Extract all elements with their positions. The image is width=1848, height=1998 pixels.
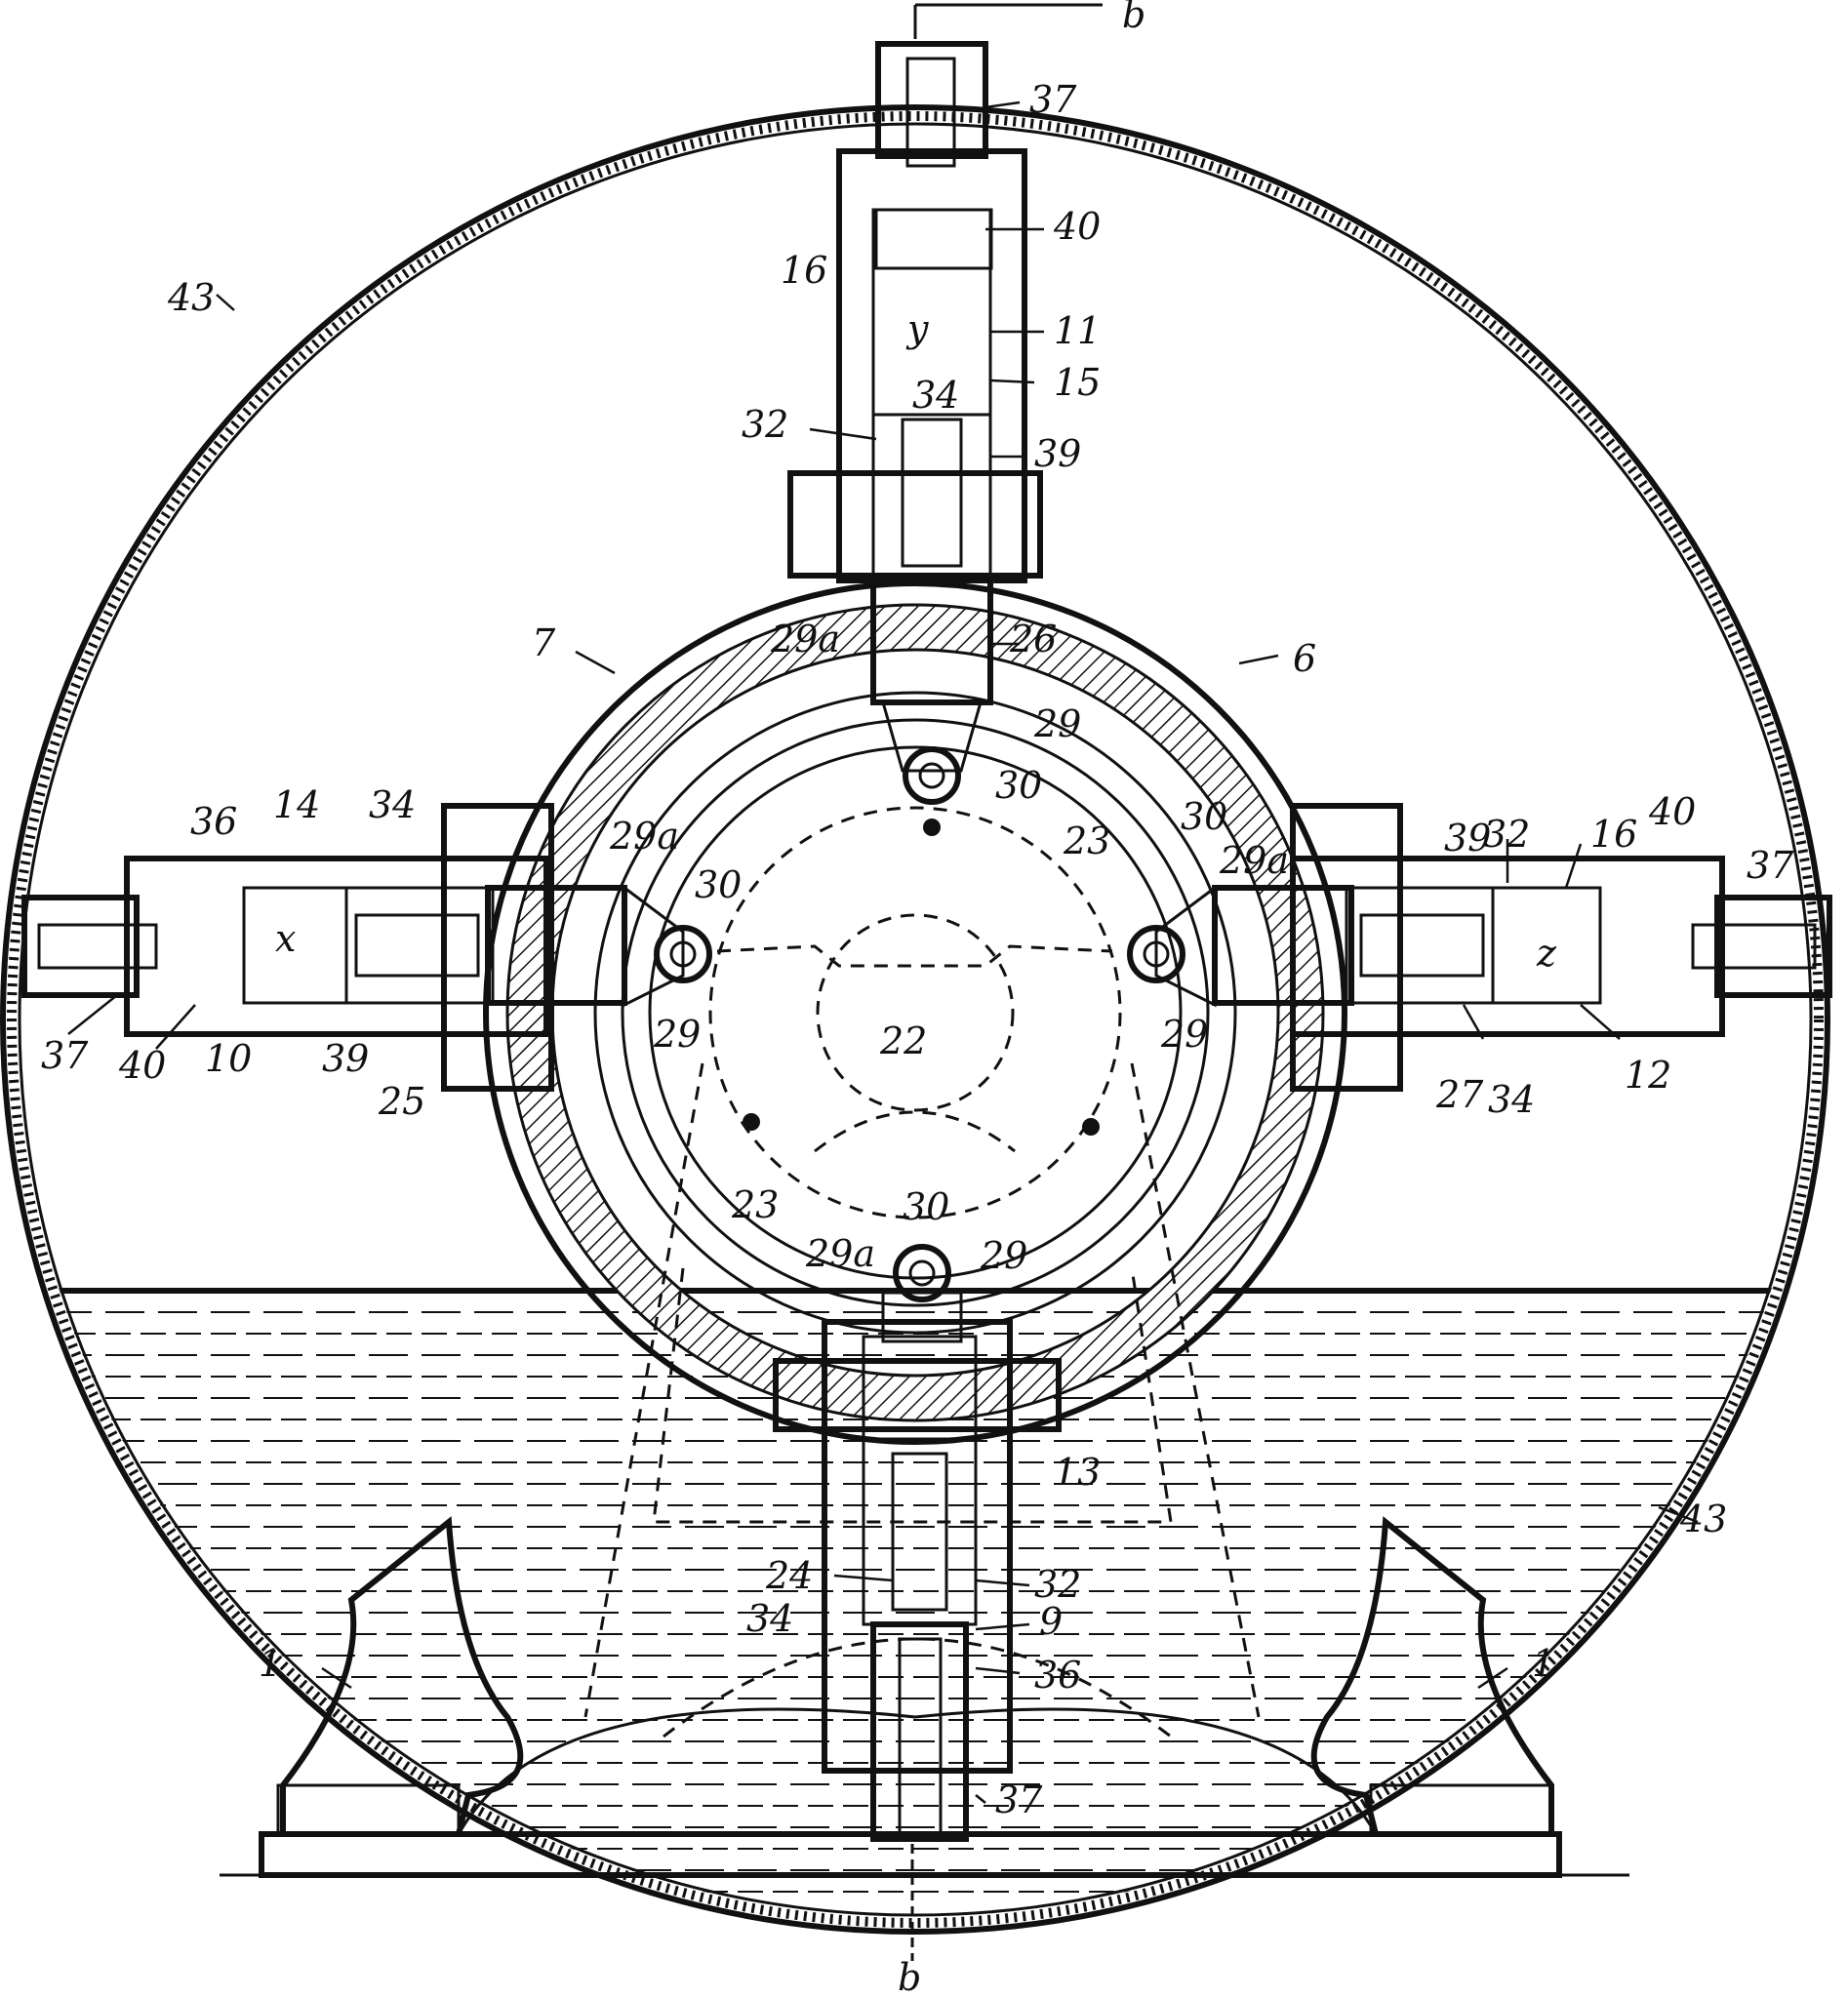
ref-9: 9 (1039, 1600, 1063, 1643)
ref-6: 6 (1293, 637, 1316, 680)
cylinder-left-10 (21, 856, 627, 1037)
flange-bottom (773, 1358, 1062, 1432)
ref-37-left: 37 (41, 1034, 89, 1077)
ref-29-bottom: 29 (980, 1234, 1027, 1277)
ref-26: 26 (1009, 618, 1057, 660)
ref-36-left: 36 (190, 800, 237, 843)
ref-37-bottom: 37 (995, 1778, 1043, 1821)
ref-36-bottom: 36 (1034, 1654, 1081, 1697)
ref-13: 13 (1054, 1451, 1101, 1494)
ref-30-top: 30 (995, 764, 1042, 807)
section-label-bottom: b (898, 1956, 921, 1998)
ref-24: 24 (765, 1554, 813, 1597)
ref-29-top: 29 (1033, 702, 1081, 745)
ref-29a-left: 29a (609, 815, 679, 858)
ref-y: y (905, 307, 929, 350)
ref-23-top: 23 (1063, 819, 1110, 862)
ref-1-right: 1 (1532, 1642, 1555, 1685)
tank-shell-43 (0, 104, 1830, 1935)
ref-16-right: 16 (1590, 813, 1637, 856)
ref-10: 10 (205, 1037, 252, 1080)
ref-34-left: 34 (369, 783, 416, 826)
ref-39-left: 39 (322, 1037, 369, 1080)
ref-25: 25 (378, 1080, 425, 1123)
connecting-rod-bottom-29 (881, 1244, 963, 1343)
ref-34-top: 34 (912, 374, 959, 417)
ref-37-right: 37 (1747, 844, 1794, 887)
ref-14: 14 (273, 783, 320, 826)
ref-32-bottom: 32 (1034, 1563, 1081, 1606)
ref-40-left: 40 (118, 1044, 166, 1087)
ref-16-top: 16 (781, 249, 827, 292)
ref-29a-bottom: 29a (805, 1232, 875, 1275)
flange-top (787, 470, 1043, 579)
ref-39-right: 39 (1444, 817, 1491, 859)
connecting-rod-top-29 (881, 700, 983, 805)
ref-29a-top: 29a (770, 618, 840, 660)
ref-11: 11 (1054, 309, 1101, 352)
cylinder-bottom-9 (822, 1319, 1013, 1842)
ref-27: 27 (1435, 1073, 1484, 1116)
ref-30-left: 30 (695, 863, 742, 906)
ref-x: x (275, 917, 296, 960)
ref-15: 15 (1054, 361, 1101, 404)
ref-z: z (1536, 932, 1557, 975)
section-label-top: b (1122, 0, 1145, 36)
crank-disk-23 (583, 691, 1261, 1738)
ref-22: 22 (879, 1019, 927, 1062)
ref-32-top: 32 (742, 403, 788, 446)
ref-39-top: 39 (1034, 432, 1081, 475)
ref-32-right: 32 (1483, 813, 1530, 856)
base-arch (457, 1707, 1378, 1835)
ref-37-top: 37 (1029, 78, 1077, 121)
ref-7: 7 (532, 621, 556, 664)
ref-30-right: 30 (1181, 795, 1227, 838)
ref-40-top: 40 (1053, 205, 1101, 248)
ref-43-left: 43 (167, 276, 215, 319)
leader-lines (67, 100, 1699, 1804)
ref-29a-right: 29a (1219, 839, 1289, 882)
ref-43-right: 43 (1679, 1498, 1727, 1540)
section-line-b-b (910, 3, 1103, 1961)
ref-34-bottom: 34 (746, 1597, 793, 1640)
cylinder-top-11 (836, 41, 1027, 583)
ref-29-left: 29 (653, 1013, 701, 1056)
ref-1-left: 1 (259, 1642, 282, 1685)
flange-left (441, 803, 554, 1092)
ref-30-bottom: 30 (903, 1185, 949, 1228)
ref-34-right: 34 (1488, 1078, 1535, 1121)
connecting-rod-right-29 (1127, 885, 1217, 1008)
ref-23-bottom: 23 (731, 1183, 779, 1226)
connecting-rod-left-29 (623, 885, 712, 1008)
ref-12: 12 (1625, 1054, 1671, 1097)
ref-29-right: 29 (1160, 1013, 1208, 1056)
ref-40-right: 40 (1648, 790, 1696, 833)
